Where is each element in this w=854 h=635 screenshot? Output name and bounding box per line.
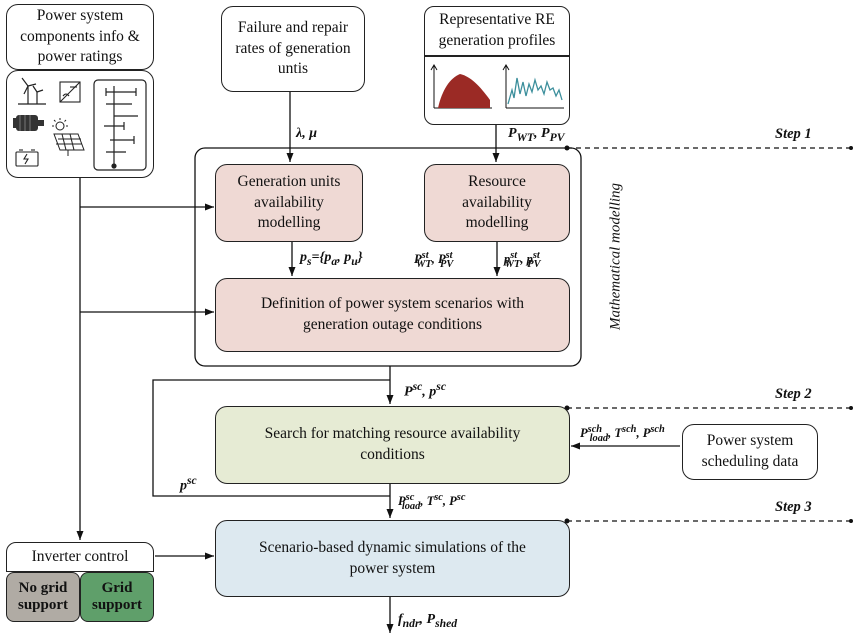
lambda-mu-label: λ, μ [296,126,317,141]
step-1-label: Step 1 [775,126,812,142]
grid-support-label: Grid support [91,579,143,613]
resource-availability-box: Resource availability modelling [424,164,570,242]
gen-availability-label: Generation units availability modelling [237,172,341,232]
grid-support-box: Grid support [80,572,154,622]
resource-availability-label: Resource availability modelling [462,172,532,232]
inverter-icon [59,81,81,103]
components-info-label: Power system components info & power rat… [20,6,140,66]
re-profiles-label: Representative RE generation profiles [438,11,556,49]
fndr-label: fndr, Pshed [398,612,458,630]
single-line-diagram-icon [93,79,147,171]
scenario-definition-box: Definition of power system scenarios wit… [215,278,570,352]
failure-repair-rates-label: Failure and repair rates of generation u… [235,18,351,78]
pst-left-label: PstWT, PstPV [414,250,454,270]
pst-right-label: pstWT, pstPV [504,250,541,270]
gen-availability-box: Generation units availability modelling [215,164,363,242]
components-icons [13,77,147,171]
psc-left-label: psc [180,474,197,494]
motor-icon [13,115,44,131]
no-grid-support-box: No grid support [6,572,80,622]
no-grid-support-label: No grid support [17,579,69,613]
search-matching-box: Search for matching resource availabilit… [215,406,570,484]
step-2-label: Step 2 [775,386,812,402]
ps-label: ps={pa, pu} [300,250,363,268]
failure-repair-rates-box: Failure and repair rates of generation u… [221,6,365,92]
step-3-label: Step 3 [775,499,812,515]
wind-turbine-icon [18,77,46,105]
mathematical-modelling-label: Mathematical modelling [607,182,624,331]
psc-load-label: Pscload, Tsc, Psc [398,492,466,512]
pv-profile-chart [502,64,564,109]
inverter-control-box: Inverter control [6,542,154,572]
re-profile-charts [430,64,564,109]
battery-icon [15,149,39,167]
pv-panel-icon [53,133,85,156]
dynamic-simulation-box: Scenario-based dynamic simulations of th… [215,520,570,597]
re-profiles-title-box: Representative RE generation profiles [424,6,570,56]
wind-profile-chart [430,64,492,109]
scheduling-data-label: Power system scheduling data [701,432,799,470]
search-matching-label: Search for matching resource availabilit… [264,425,521,463]
psc-top-label: Psc, psc [404,380,446,400]
scheduling-data-box: Power system scheduling data [682,424,818,480]
mathematical-modelling-frame [194,147,582,367]
psch-label: Pschload, Tsch, Psch [580,424,665,444]
dynamic-simulation-label: Scenario-based dynamic simulations of th… [259,538,526,577]
sun-icon [52,118,68,131]
inverter-control-label: Inverter control [31,547,129,565]
scenario-definition-label: Definition of power system scenarios wit… [260,295,524,333]
components-info-box: Power system components info & power rat… [6,4,154,70]
pwt-ppv-label: PWT, PPV [508,126,565,144]
